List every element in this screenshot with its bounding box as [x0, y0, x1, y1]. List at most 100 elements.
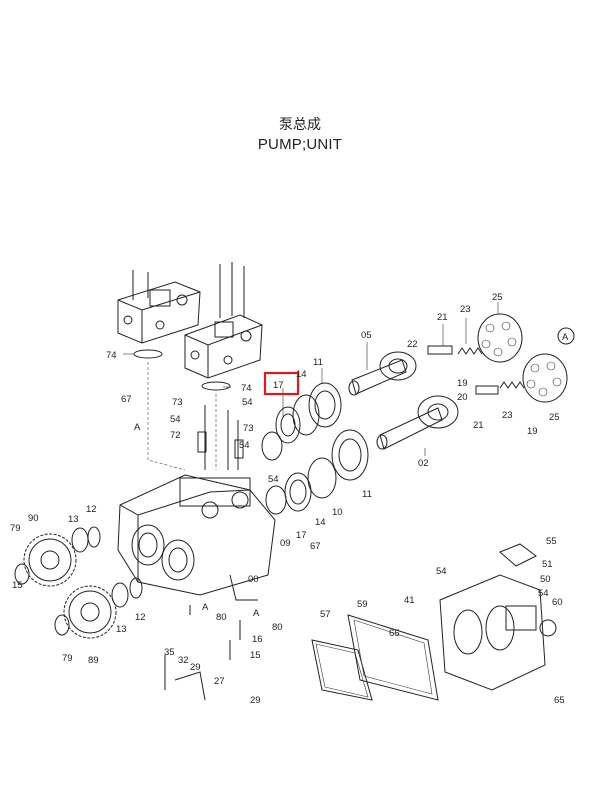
part-label: 55 [546, 536, 557, 547]
studs-73-54-72 [197, 405, 244, 470]
small-parts-bottom [164, 605, 241, 701]
part-label: 09 [280, 538, 291, 549]
part-label: 12 [135, 612, 146, 623]
part-label: 23 [502, 410, 513, 421]
bearing-13-upper [71, 527, 89, 553]
part-label: 90 [28, 513, 39, 524]
part-label: 00 [248, 574, 259, 585]
part-label: 21 [473, 420, 484, 431]
circle-marker-a [557, 327, 575, 345]
part-label: 73 [172, 397, 183, 408]
highlight-box-17 [263, 371, 300, 396]
control-valve-upper [117, 270, 201, 344]
part-label: 67 [121, 394, 132, 405]
part-label: 27 [214, 676, 225, 687]
part-label: 65 [389, 628, 400, 639]
assembly-line [147, 362, 186, 471]
part-label: 72 [170, 430, 181, 441]
part-number-labels: 74 74 67 A 73 54 72 73 54 54 17 14 11 05… [10, 292, 569, 706]
part-label: 19 [527, 426, 538, 437]
spring-23-lower [499, 381, 525, 389]
o-ring-74-lower [201, 381, 231, 391]
seal-57 [311, 639, 373, 701]
part-label: 14 [315, 517, 326, 528]
title-english: PUMP;UNIT [257, 136, 343, 153]
part-label: 10 [332, 507, 343, 518]
part-label: 74 [106, 350, 117, 361]
cylinder-block-25-upper [477, 313, 523, 363]
part-label: A [253, 608, 260, 619]
part-label: 54 [239, 440, 250, 451]
ring-12-upper [87, 526, 101, 548]
gear-90 [23, 533, 77, 587]
part-label: 25 [549, 412, 560, 423]
part-label: 80 [216, 612, 227, 623]
part-label: 29 [250, 695, 261, 706]
part-label: A [562, 332, 569, 343]
part-label: 12 [86, 504, 97, 515]
part-label: 11 [313, 357, 323, 368]
part-label: 74 [241, 383, 252, 394]
gasket-59 [347, 614, 439, 701]
part-label: 23 [460, 304, 471, 315]
bearing-set-lower [265, 429, 369, 515]
part-label: 80 [272, 622, 283, 633]
part-label: 05 [361, 330, 372, 341]
part-label: 54 [170, 414, 181, 425]
part-label: 50 [540, 574, 551, 585]
part-label: 11 [362, 489, 372, 500]
part-label: 51 [542, 559, 553, 570]
part-label: 59 [357, 599, 368, 610]
part-label: 79 [10, 523, 21, 534]
part-label: 79 [62, 653, 73, 664]
snap-ring-79-upper [14, 563, 30, 585]
part-label: 22 [407, 339, 418, 350]
bearing-set-upper [261, 382, 342, 461]
part-label: 57 [320, 609, 331, 620]
snap-ring-79-lower [54, 614, 70, 636]
housing-41 [439, 543, 557, 691]
gear-89 [63, 585, 117, 639]
part-label: 13 [116, 624, 127, 635]
pump-housing-00 [117, 474, 276, 601]
part-label: 15 [12, 580, 23, 591]
control-valve-lower [184, 262, 263, 379]
part-label: 02 [418, 458, 429, 469]
part-label: 15 [250, 650, 261, 661]
piston-21-upper [427, 345, 453, 355]
part-label: 16 [252, 634, 263, 645]
ring-12-lower [129, 577, 143, 599]
o-ring-74-upper [133, 349, 163, 359]
part-label: 60 [552, 597, 563, 608]
part-label: 21 [437, 312, 448, 323]
part-label: 17 [273, 380, 284, 391]
part-label: 13 [68, 514, 79, 525]
part-label: 41 [404, 595, 415, 606]
part-label: A [202, 602, 209, 613]
bearing-13-lower [111, 582, 129, 608]
piston-21-lower [475, 385, 499, 395]
part-label: 67 [310, 541, 321, 552]
part-label: 32 [178, 655, 189, 666]
part-label: 54 [538, 588, 549, 599]
part-label: 35 [164, 647, 175, 658]
cylinder-block-25-lower [522, 353, 568, 403]
spring-23-upper [457, 347, 483, 355]
part-label: 17 [296, 530, 307, 541]
shaft-02 [376, 395, 459, 450]
part-label: 65 [554, 695, 565, 706]
title-chinese: 泵总成 [279, 117, 321, 133]
part-label: 73 [243, 423, 254, 434]
part-label: 19 [457, 378, 468, 389]
part-label: A [134, 422, 141, 433]
part-label: 54 [268, 474, 279, 485]
part-label: 54 [242, 397, 253, 408]
part-label: 89 [88, 655, 99, 666]
part-label: 25 [492, 292, 503, 303]
part-label: 20 [457, 392, 468, 403]
part-label: 29 [190, 662, 201, 673]
part-label: 54 [436, 566, 447, 577]
part-label: 14 [296, 369, 307, 380]
shaft-05 [348, 351, 417, 396]
